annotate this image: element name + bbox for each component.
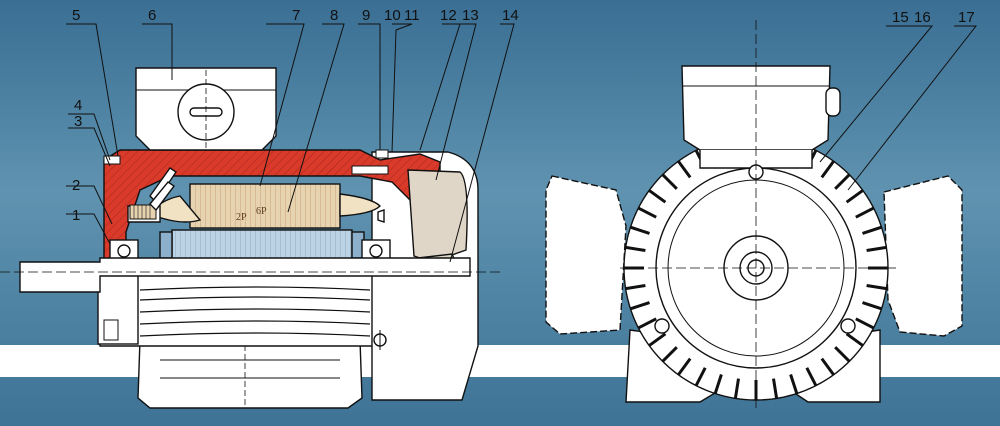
callout-11: 11	[404, 7, 420, 24]
cooling-fin	[789, 374, 799, 394]
callout-3: 3	[74, 113, 82, 130]
bearing-non-drive-end	[361, 239, 391, 263]
alt-terminal-box-right	[883, 175, 963, 337]
cooling-fin	[625, 284, 646, 291]
callout-8: 8	[330, 7, 338, 24]
cooling-fin	[820, 160, 835, 179]
cooling-fin	[855, 317, 875, 330]
end-view	[545, 20, 963, 410]
cooling-fin	[733, 378, 740, 399]
callout-10: 10	[384, 7, 401, 24]
side-section-view	[0, 67, 500, 409]
callout-17: 17	[958, 9, 975, 26]
cooling-fin	[625, 245, 646, 252]
cooling-fin	[694, 367, 707, 387]
callout-1: 1	[72, 207, 80, 224]
cooling-fin	[834, 346, 851, 363]
motor-shaft	[19, 257, 471, 293]
cooling-fin	[805, 367, 818, 387]
cooling-fin	[845, 189, 864, 204]
cooling-fin	[648, 189, 667, 204]
cooling-fin	[866, 245, 887, 252]
callout-12: 12	[440, 7, 457, 24]
callout-2: 2	[72, 177, 80, 194]
fasteners	[103, 149, 389, 341]
cooling-fin	[855, 206, 875, 219]
motor-base	[137, 339, 363, 409]
callout-15: 15	[892, 9, 909, 26]
rotor-core	[171, 229, 353, 261]
cooling-fin	[866, 284, 887, 291]
cooling-fin	[845, 332, 864, 347]
callout-6: 6	[148, 7, 156, 24]
cooling-fin	[637, 206, 657, 219]
cooling-fin	[648, 332, 667, 347]
cooling-fin	[661, 173, 678, 190]
alt-terminal-box-left	[545, 175, 627, 335]
callout-13: 13	[462, 7, 479, 24]
cooling-fin	[834, 173, 851, 190]
callout-4: 4	[74, 97, 82, 114]
cooling-fin	[630, 301, 650, 311]
cooling-fin	[862, 225, 882, 235]
leader-lines	[66, 23, 978, 263]
callout-9: 9	[362, 7, 370, 24]
cooling-ribs	[139, 286, 371, 337]
winding-mark-6p: 6P	[256, 206, 267, 217]
cooling-fin	[661, 346, 678, 363]
bearing-drive-end	[109, 239, 139, 263]
callout-5: 5	[72, 7, 80, 24]
cooling-fin	[677, 357, 692, 376]
stator-core	[189, 183, 341, 229]
callout-14: 14	[502, 7, 519, 24]
cooling-fan	[407, 169, 468, 263]
callout-7: 7	[292, 7, 300, 24]
cooling-fin	[772, 378, 779, 399]
cooling-fin	[677, 160, 692, 179]
cooling-fin	[862, 301, 882, 311]
winding-mark-2p: 2P	[236, 212, 247, 223]
cooling-fin	[820, 357, 835, 376]
callout-16: 16	[914, 9, 931, 26]
end-shield-bolts	[654, 164, 856, 334]
cooling-fin	[630, 225, 650, 235]
cooling-fin	[637, 317, 657, 330]
cooling-fin	[713, 374, 723, 394]
